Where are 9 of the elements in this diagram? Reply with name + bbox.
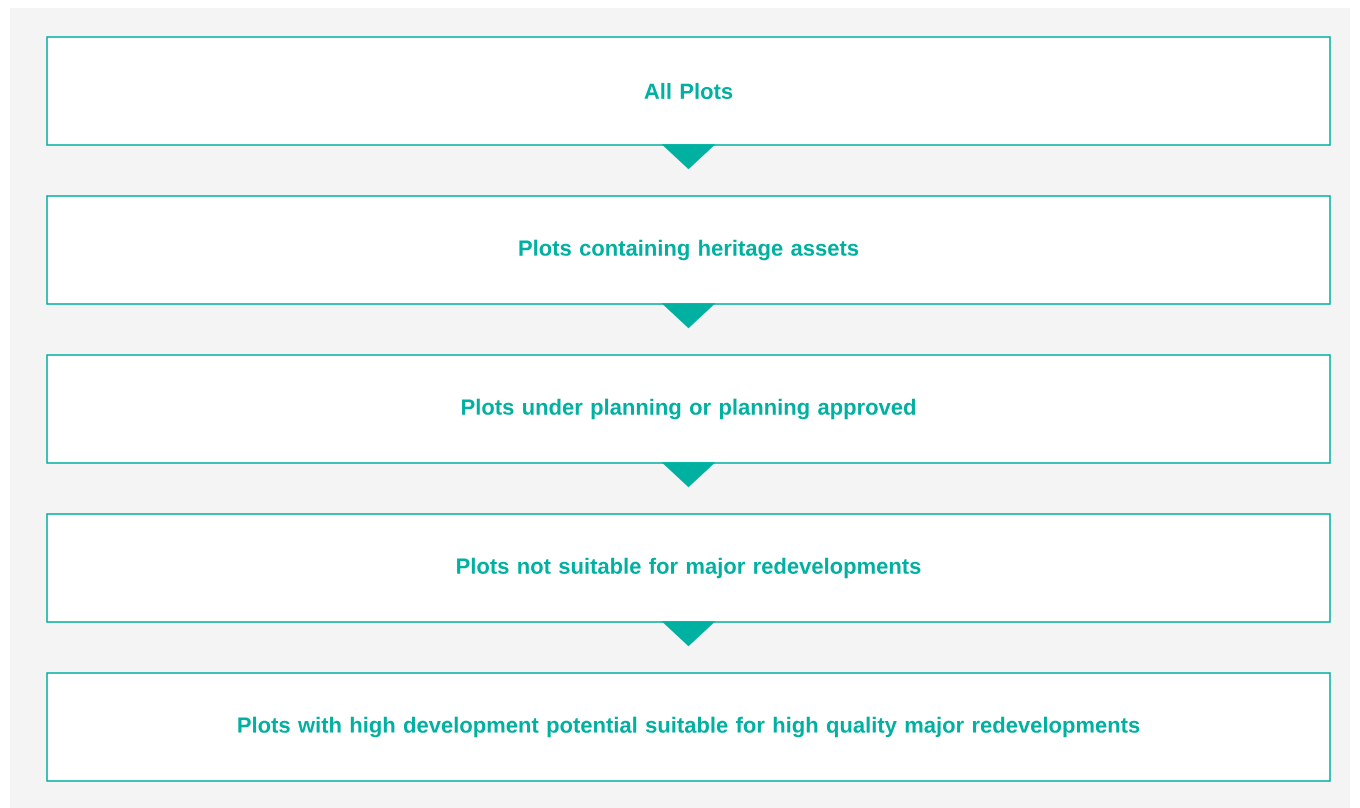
arrow xyxy=(661,303,716,329)
process-box: Plots under planning or planning approved xyxy=(46,354,1331,464)
arrow xyxy=(661,462,716,488)
arrow xyxy=(661,144,716,170)
process-box: Plots not suitable for major redevelopments xyxy=(46,513,1331,623)
process-box: Plots containing heritage assets xyxy=(46,195,1331,305)
process-box: Plots with high development potential suitable for high quality major redevelopments xyxy=(46,672,1331,782)
arrow xyxy=(661,621,716,647)
process-box: All Plots xyxy=(46,36,1331,146)
